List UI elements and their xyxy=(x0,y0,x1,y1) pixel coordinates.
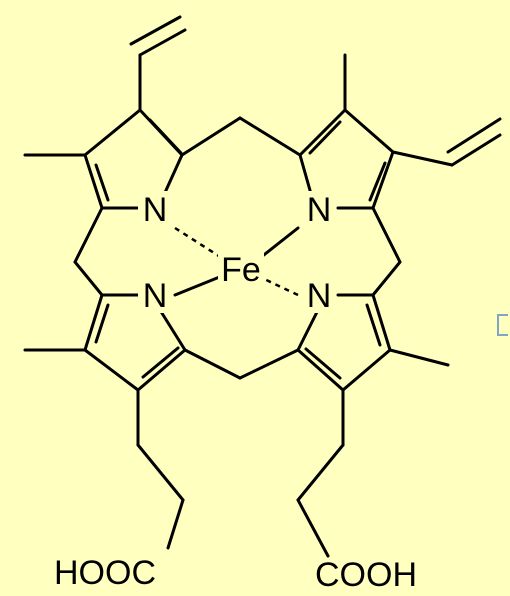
svg-text:COOH: COOH xyxy=(315,556,417,594)
edge-bracket-marker xyxy=(497,314,508,336)
carboxyl-label-right: COOH xyxy=(315,556,417,594)
pyrrole-ring-bottom-left xyxy=(83,293,187,392)
carboxyl-label-left: HOOC xyxy=(54,554,156,592)
propionic-acid-chains xyxy=(136,388,345,558)
svg-text:Fe: Fe xyxy=(221,251,261,289)
pyrrole-ring-top-left xyxy=(83,108,184,210)
svg-text:N: N xyxy=(143,191,168,229)
methyl-groups xyxy=(23,53,450,367)
svg-text:HOOC: HOOC xyxy=(54,554,156,592)
svg-text:N: N xyxy=(307,191,332,229)
nitrogen-label-top-right: N xyxy=(302,191,336,229)
vinyl-groups xyxy=(129,15,502,167)
nitrogen-label-bottom-left: N xyxy=(138,277,172,315)
nitrogen-label-bottom-right: N xyxy=(302,277,336,315)
iron-label: Fe xyxy=(218,251,264,289)
svg-text:N: N xyxy=(307,277,332,315)
nitrogen-label-top-left: N xyxy=(138,191,172,229)
iron-nitrogen-bonds xyxy=(173,226,300,297)
pyrrole-ring-top-right xyxy=(298,108,395,210)
methylene-bridges xyxy=(73,116,402,380)
pyrrole-ring-bottom-right xyxy=(296,293,392,392)
svg-text:N: N xyxy=(143,277,168,315)
